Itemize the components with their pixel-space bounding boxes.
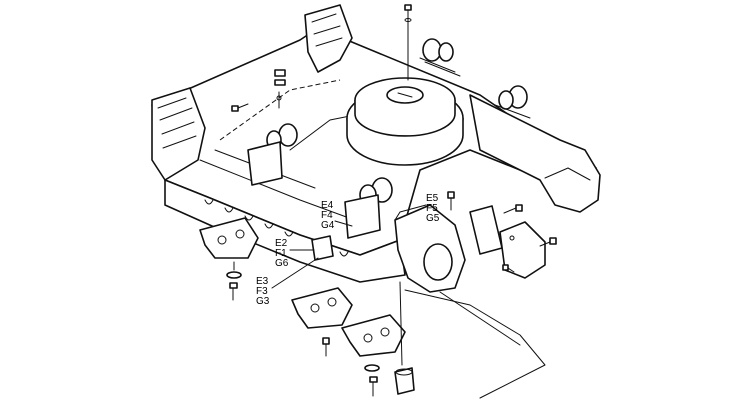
callout-line: F3	[256, 286, 268, 297]
bolt-right-1	[503, 204, 523, 214]
bolt-bottom	[369, 376, 378, 397]
cover-plate	[469, 205, 503, 255]
callout-line: E2	[275, 238, 288, 249]
bolt-top	[404, 4, 412, 35]
track-guard-2	[291, 287, 353, 329]
bolt-g5	[447, 191, 455, 211]
callout-line: G4	[321, 220, 335, 231]
carrier-roller-left	[247, 123, 298, 186]
arm-bore	[423, 243, 453, 281]
bolt-center	[322, 337, 330, 357]
callout-line: F1	[275, 248, 287, 259]
callout-e5-f5-g5: E5 F5 G5	[426, 193, 440, 224]
callout-e3-f3-g3: E3 F3 G3	[256, 276, 270, 307]
pin-set	[274, 69, 286, 109]
bolt-upper-left	[231, 103, 249, 112]
callout-line: F5	[426, 203, 438, 214]
washer-left	[226, 271, 242, 279]
bolt-right-3	[502, 264, 515, 273]
carrier-roller-right	[494, 85, 531, 119]
pin-bottom	[394, 367, 415, 395]
callout-e2-f1-g6: E2 F1 G6	[275, 238, 289, 269]
callout-line: E3	[256, 276, 269, 287]
callout-e4-f4-g4: E4 F4 G4	[321, 200, 335, 231]
carrier-roller-rear	[419, 38, 461, 77]
leader-lines	[233, 33, 546, 399]
callout-line: G3	[256, 296, 270, 307]
track-guard-3	[341, 314, 406, 357]
callout-line: F4	[321, 210, 333, 221]
carrier-roller-front	[344, 177, 393, 239]
track-guard-1	[199, 217, 259, 259]
callout-line: G6	[275, 258, 289, 269]
swing-bearing	[346, 77, 464, 166]
callout-line: G5	[426, 213, 440, 224]
bolt-left	[229, 282, 238, 301]
callout-line: E4	[321, 200, 334, 211]
guard-block	[311, 235, 334, 261]
washer-bottom	[364, 364, 380, 372]
bolt-right-2	[539, 237, 557, 247]
callout-line: E5	[426, 193, 439, 204]
